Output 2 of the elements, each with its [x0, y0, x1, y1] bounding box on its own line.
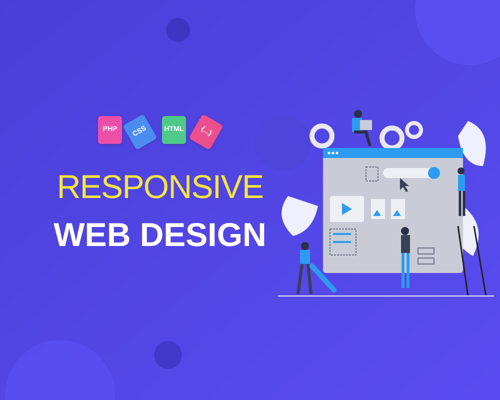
title-text: RESPONSIVE	[56, 170, 264, 203]
title-text: WEB DESIGN	[52, 218, 268, 251]
